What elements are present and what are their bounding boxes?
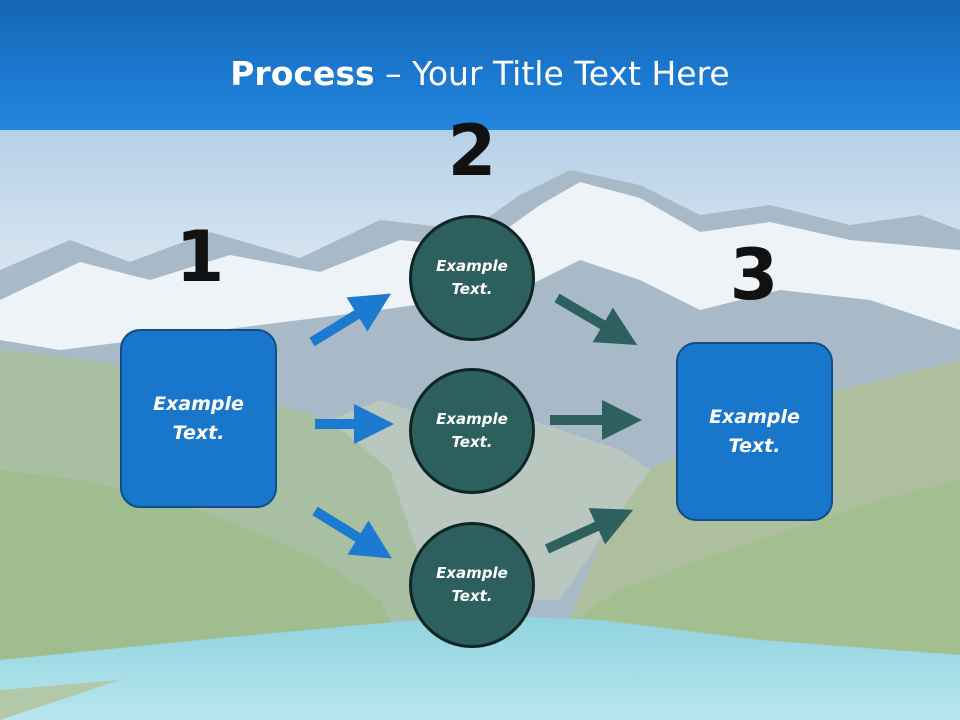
step-3-text: Example Text. <box>709 405 800 457</box>
title-bold-part: Process <box>230 54 375 93</box>
step-number-1: 1 <box>175 216 225 298</box>
slide-title: Process – Your Title Text Here <box>0 52 960 96</box>
circle-top-text: Example Text. <box>436 257 508 298</box>
step-2-circle-top: Example Text. <box>409 215 535 341</box>
step-1-box: Example Text. <box>120 329 277 508</box>
title-bar: Process – Your Title Text Here <box>0 0 960 130</box>
circle-bottom-text: Example Text. <box>436 564 508 605</box>
step-1-text: Example Text. <box>153 392 244 444</box>
step-number-3: 3 <box>729 234 779 316</box>
title-rest-part: – Your Title Text Here <box>374 54 730 93</box>
step-number-2: 2 <box>447 110 497 192</box>
step-2-circle-bottom: Example Text. <box>409 522 535 648</box>
step-2-circle-middle: Example Text. <box>409 368 535 494</box>
step-3-box: Example Text. <box>676 342 833 521</box>
circle-middle-text: Example Text. <box>436 410 508 451</box>
